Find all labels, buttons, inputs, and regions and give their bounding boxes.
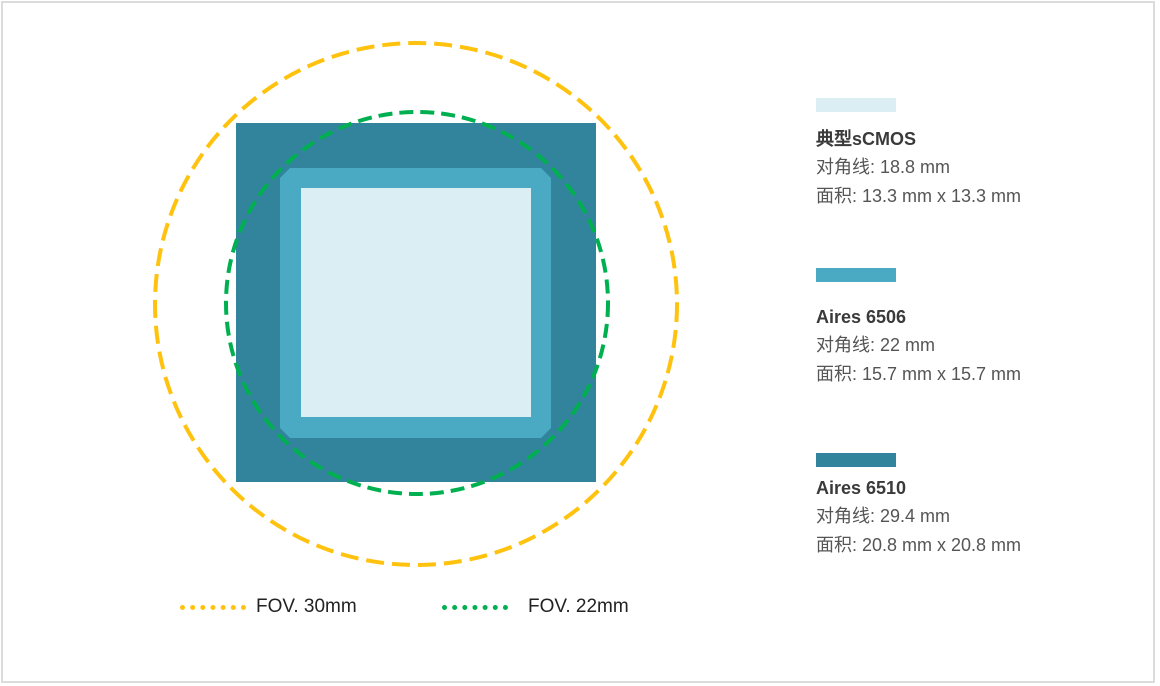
green-dotted-line-icon (442, 604, 508, 610)
sensor-name: Aires 6506 (816, 307, 907, 327)
sensor-area: 面积: 13.3 mm x 13.3 mm (816, 186, 1022, 206)
sensor-area: 面积: 15.7 mm x 15.7 mm (816, 364, 1022, 384)
sensor-diagonal: 对角线: 22 mm (816, 335, 936, 355)
typical-scmos-swatch (816, 98, 896, 112)
fov-22mm-circle (224, 110, 610, 496)
sensor-name: 典型sCMOS (816, 129, 917, 149)
orange-dotted-line-icon (180, 604, 246, 610)
fov-30mm-legend: FOV. 30mm (180, 596, 357, 618)
sensor-diagonal: 对角线: 18.8 mm (816, 157, 951, 177)
fov-30mm-circle (153, 41, 679, 567)
legend-typical-scmos: 典型sCMOS 对角线: 18.8 mm 面积: 13.3 mm x 13.3 … (816, 98, 1021, 211)
legend-aires-6510: Aires 6510 对角线: 29.4 mm 面积: 20.8 mm x 20… (816, 453, 1021, 560)
sensor-area: 面积: 20.8 mm x 20.8 mm (816, 535, 1022, 555)
legend-aires-6506: Aires 6506 对角线: 22 mm 面积: 15.7 mm x 15.7… (816, 268, 1021, 389)
sensor-name: Aires 6510 (816, 478, 907, 498)
aires-6506-swatch (816, 268, 896, 282)
sensor-diagonal: 对角线: 29.4 mm (816, 506, 951, 526)
fov-22mm-legend: FOV. 22mm (442, 596, 629, 618)
fov-label: FOV. 22mm (528, 596, 629, 617)
aires-6510-swatch (816, 453, 896, 467)
typical-scmos-sensor-area (301, 188, 531, 417)
fov-label: FOV. 30mm (256, 596, 357, 617)
